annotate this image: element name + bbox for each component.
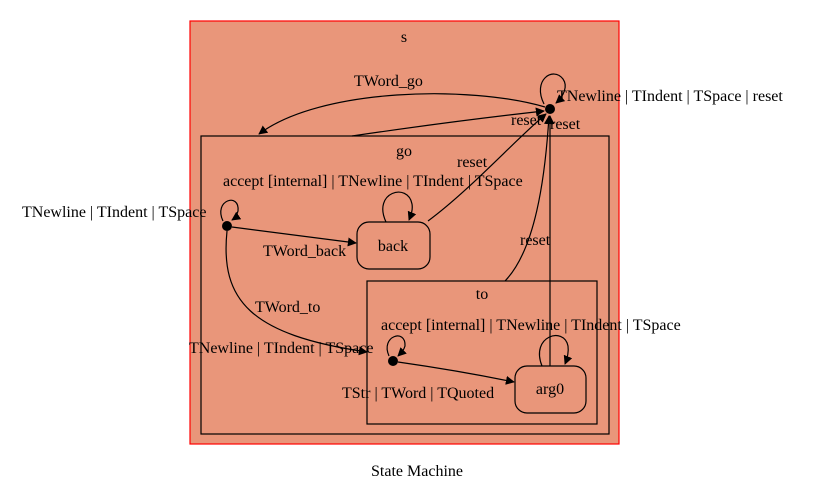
edge-go-point-loop-label: TNewline | TIndent | TSpace [22, 204, 206, 221]
edge-tstr [397, 361, 515, 385]
edge-go-self-loop [382, 191, 417, 223]
edge-s-self-loop [539, 73, 566, 105]
cluster-to-label: to [476, 286, 488, 303]
edge-reset-back [427, 113, 547, 222]
edge-tstr-label: TStr | TWord | TQuoted [342, 385, 494, 402]
edge-tword-to-label: TWord_to [255, 299, 320, 316]
cluster-s-label: s [401, 29, 407, 46]
edge-go-point-loop [220, 199, 242, 222]
edge-tword-to [225, 230, 368, 356]
edge-reset-to-cluster [504, 115, 553, 282]
state-arg0-label: arg0 [536, 381, 564, 398]
edge-to-point-loop-label: TNewline | TIndent | TSpace [189, 340, 373, 357]
edge-tword-go-label: TWord_go [354, 73, 423, 90]
cluster-go [200, 135, 610, 435]
edge-tword-go [258, 93, 546, 135]
edge-reset-arg0-label: reset [550, 116, 581, 133]
edge-tword-back-label: TWord_back [263, 243, 346, 260]
go-point-node [222, 221, 232, 231]
edge-to-self-loop-label: accept [internal] | TNewline | TIndent |… [381, 317, 681, 334]
edge-reset-go [351, 107, 545, 137]
edge-to-point-loop [386, 335, 407, 357]
to-point-node [388, 356, 398, 366]
edge-reset-go-label: reset [511, 112, 542, 129]
diagram-caption: State Machine [371, 463, 463, 480]
edge-reset-to-cluster-label: reset [520, 232, 551, 249]
state-back-label: back [378, 238, 408, 255]
edge-go-self-loop-label: accept [internal] | TNewline | TIndent |… [223, 173, 523, 190]
edge-s-self-loop-label: TNewline | TIndent | TSpace | reset [557, 88, 783, 105]
cluster-go-label: go [396, 143, 412, 160]
edge-to-self-loop [539, 335, 573, 367]
s-point-node [545, 104, 555, 114]
edge-tword-back [231, 226, 357, 247]
state-back [356, 221, 431, 270]
edge-reset-back-label: reset [457, 154, 488, 171]
